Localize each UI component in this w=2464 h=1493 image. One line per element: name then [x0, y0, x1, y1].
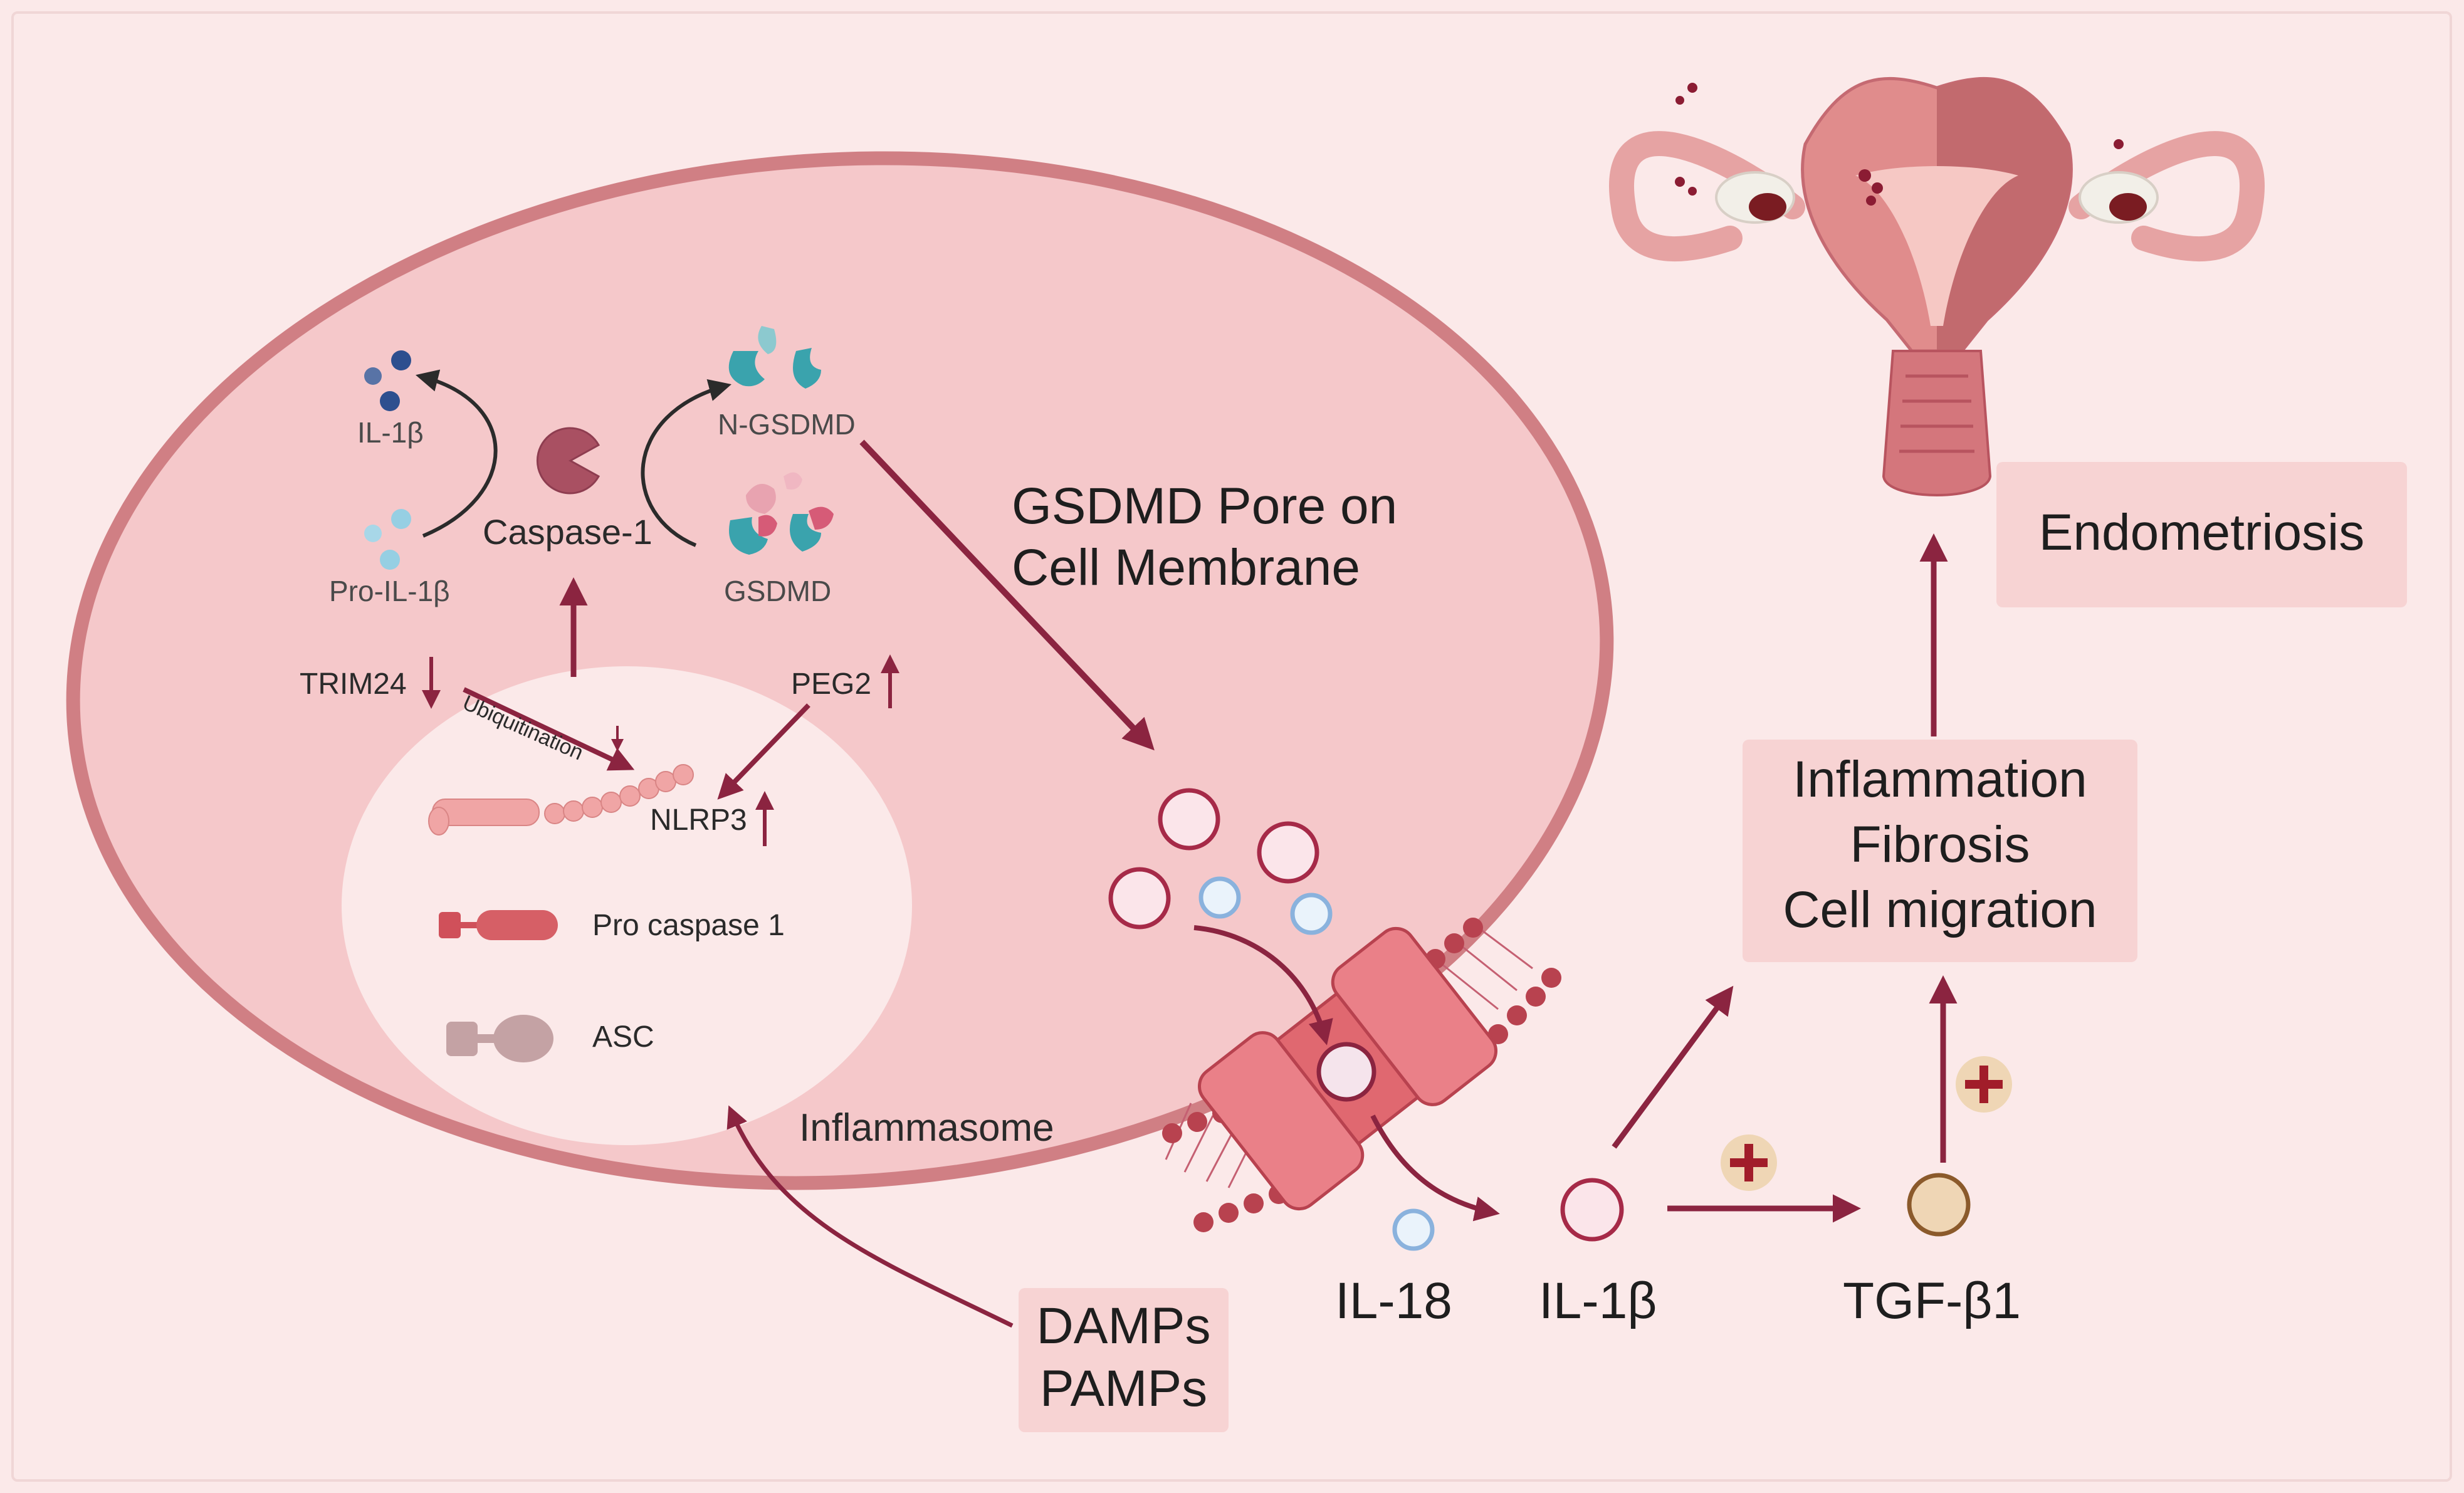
damps-box [1019, 1288, 1229, 1432]
tgf-b1-molecule [1907, 1173, 1971, 1237]
pamps-label: PAMPs [1039, 1360, 1208, 1417]
into-pore-arrow [1193, 925, 1333, 1045]
n-gsdmd-label: N-GSDMD [718, 408, 856, 441]
pore-cytokine [1316, 1042, 1376, 1102]
il1b-outside-molecule [1560, 1178, 1624, 1242]
gsdmd-label: GSDMD [724, 575, 832, 607]
plus-icon [1721, 1134, 1777, 1191]
asc-label: ASC [592, 1020, 654, 1054]
pro-il1b-label: Pro-IL-1β [329, 575, 450, 607]
peg2-to-nlrp3-arrow [717, 703, 810, 800]
pro-caspase-icon [439, 910, 558, 940]
damps-label: DAMPs [1036, 1297, 1211, 1354]
trim24-to-nlrp3-arrow [463, 687, 635, 771]
gsdmd-cleavage-arrow [641, 379, 731, 547]
caspase-pacman-icon [536, 427, 600, 495]
il18-molecule [1392, 1208, 1435, 1251]
pro-caspase1-label: Pro caspase 1 [592, 909, 785, 942]
uterus-icon [1609, 76, 2265, 496]
nlrp3-label: NLRP3 [650, 804, 747, 837]
il1b-outside-label: IL-1β [1539, 1272, 1657, 1329]
il1b-molecules-icon [364, 350, 411, 411]
effect-inflammation: Inflammation [1793, 751, 2087, 808]
pore-line2: Cell Membrane [1012, 539, 1360, 596]
il1b-label: IL-1β [357, 416, 424, 449]
pro-il1b-to-il1b-arrow [416, 369, 498, 538]
il18-label: IL-18 [1335, 1272, 1452, 1329]
trim24-label: TRIM24 [300, 668, 407, 701]
asc-icon [446, 1015, 553, 1062]
out-of-pore-arrow [1370, 1114, 1500, 1222]
endometriosis-box [1996, 462, 2407, 607]
damps-to-inflammasome-arrow [726, 1105, 1014, 1328]
cytokine-circles [1108, 788, 1333, 935]
gsdmd-protein-icon [729, 472, 834, 555]
tgf-b1-label: TGF-β1 [1843, 1272, 2021, 1329]
nlrp3-chain-icon [428, 764, 694, 836]
plus-icon [1956, 1056, 2012, 1113]
peg2-label: PEG2 [791, 668, 872, 701]
effect-fibrosis: Fibrosis [1850, 816, 2030, 873]
inflammasome-label: Inflammasome [799, 1106, 1054, 1150]
caspase1-label: Caspase-1 [483, 512, 653, 552]
effect-cell-migration: Cell migration [1783, 881, 2097, 938]
nucleus [342, 666, 912, 1145]
effects-box [1743, 740, 2137, 962]
n-gsdmd-to-pore-arrow [859, 439, 1155, 751]
endometriosis-label: Endometriosis [2038, 504, 2365, 561]
n-gsdmd-icon [728, 326, 821, 389]
il1b-to-effects-arrow [1612, 985, 1734, 1149]
pore-line1: GSDMD Pore on [1012, 478, 1398, 535]
pro-il1b-molecules-icon [364, 509, 411, 570]
